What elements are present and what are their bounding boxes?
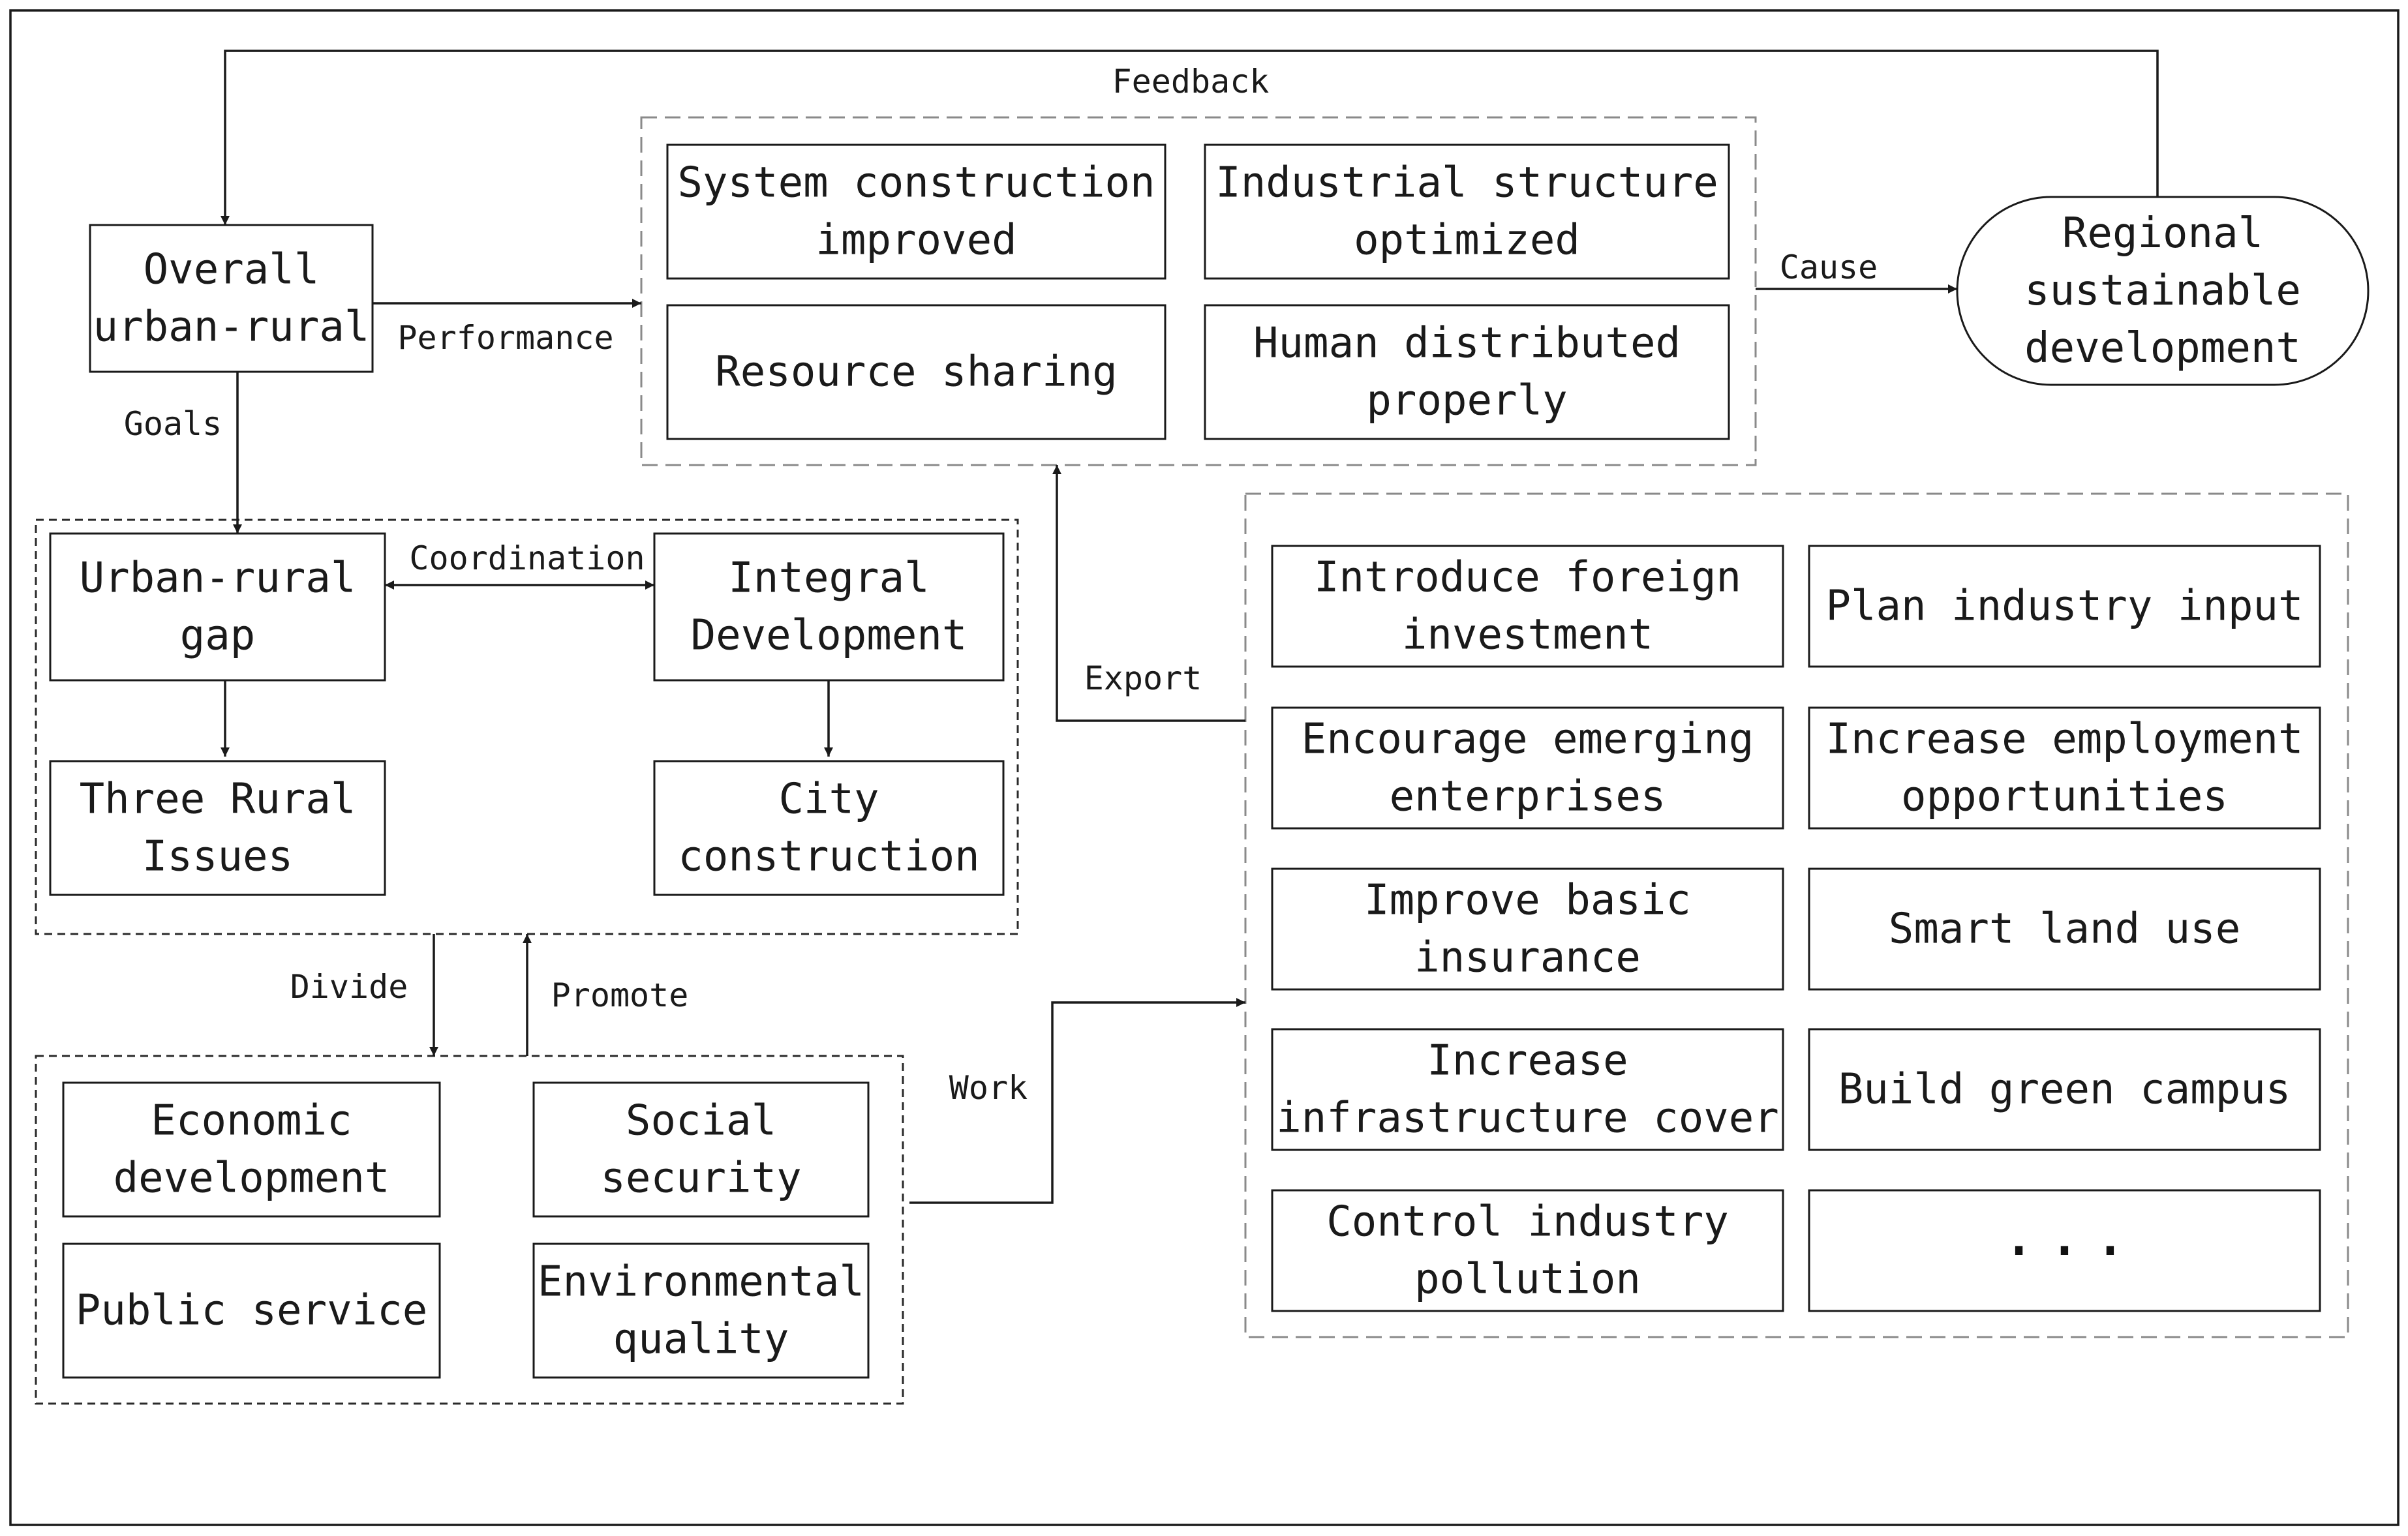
human-distributed-line-2: properly	[1366, 377, 1567, 425]
social-security-line-2: security	[600, 1154, 801, 1203]
promote-label: Promote	[551, 976, 689, 1014]
export-arrow	[1052, 465, 1245, 722]
urban-rural-gap-line-2: gap	[180, 612, 256, 660]
overall-box: Overall urban-rural	[89, 224, 374, 373]
industrial-structure-line-2: optimized	[1354, 217, 1580, 265]
green-campus-line-1: Build green campus	[1838, 1066, 2291, 1114]
social-security-line-1: Social	[626, 1097, 776, 1145]
environmental-quality-line-2: quality	[613, 1316, 789, 1364]
feedback-arrow	[221, 50, 2159, 225]
encourage-emerging-line-1: Encourage emerging	[1302, 715, 1754, 764]
encourage-emerging-line-2: enterprises	[1390, 773, 1666, 821]
introduce-foreign-line-1: Introduce foreign	[1314, 554, 1741, 602]
outcomes-group	[640, 116, 1757, 466]
measures-group	[1244, 492, 2349, 1338]
regional-line-2: sustainable	[2024, 267, 2301, 315]
city-construction-line-2: construction	[678, 833, 979, 881]
goals-label: Goals	[124, 405, 222, 443]
three-rural-line-2: Issues	[142, 833, 293, 881]
introduce-foreign-line-2: investment	[1402, 611, 1653, 659]
control-pollution-line-2: pollution	[1414, 1256, 1641, 1304]
increase-infrastructure-line-2: infrastructure cover	[1276, 1094, 1779, 1143]
resource-sharing-line-1: Resource sharing	[715, 348, 1118, 397]
encourage-emerging-box: Encourage emerging enterprises	[1271, 706, 1784, 830]
improve-insurance-line-2: insurance	[1414, 934, 1641, 982]
introduce-foreign-box: Introduce foreign investment	[1271, 545, 1784, 668]
improve-insurance-line-1: Improve basic	[1364, 877, 1691, 925]
integral-development-line-2: Development	[691, 612, 968, 660]
connectors	[221, 50, 2159, 1204]
economic-development-box: Economic development	[62, 1081, 441, 1218]
plan-industry-line-1: Plan industry input	[1825, 582, 2303, 631]
increase-employment-box: Increase employment opportunities	[1808, 706, 2321, 830]
environmental-quality-box: Environmental quality	[532, 1242, 870, 1379]
coordination-group	[35, 519, 1019, 935]
economic-development-line-2: development	[114, 1154, 390, 1203]
regional-line-1: Regional	[2062, 209, 2263, 258]
city-construction-box: City construction	[653, 760, 1005, 896]
smart-land-line-1: Smart land use	[1889, 905, 2240, 954]
smart-land-box: Smart land use	[1808, 867, 2321, 991]
plan-industry-box: Plan industry input	[1808, 545, 2321, 668]
increase-employment-line-1: Increase employment	[1825, 715, 2303, 764]
boxes: Overall urban-rural System construction imp…	[49, 143, 2370, 1379]
cause-label: Cause	[1780, 248, 1878, 286]
dimensions-group	[35, 1055, 904, 1405]
more-box: · · ·	[1808, 1189, 2321, 1312]
public-service-box: Public service	[62, 1242, 441, 1379]
resource-sharing-box: Resource sharing	[666, 304, 1166, 440]
urban-rural-gap-line-1: Urban-rural	[80, 554, 356, 603]
industrial-structure-line-1: Industrial structure	[1215, 159, 1718, 207]
regional-box: Regional sustainable development	[1956, 196, 2370, 386]
outer-frame	[9, 9, 2400, 1526]
coordination-label: Coordination	[409, 539, 645, 577]
divide-label: Divide	[290, 968, 408, 1006]
increase-employment-line-2: opportunities	[1901, 773, 2228, 821]
public-service-line-1: Public service	[76, 1287, 427, 1335]
export-label: Export	[1084, 659, 1202, 697]
environmental-quality-line-1: Environmental	[538, 1258, 864, 1306]
improve-insurance-box: Improve basic insurance	[1271, 867, 1784, 991]
green-campus-box: Build green campus	[1808, 1028, 2321, 1151]
work-label: Work	[949, 1069, 1028, 1107]
more-line-1: · · ·	[2007, 1209, 2122, 1293]
city-construction-line-1: City	[778, 776, 879, 824]
overall-line-2: urban-rural	[93, 303, 370, 352]
feedback-label: Feedback	[1112, 63, 1270, 100]
increase-infrastructure-line-1: Increase	[1427, 1037, 1628, 1085]
increase-infrastructure-box: Increase infrastructure cover	[1271, 1028, 1784, 1151]
work-arrow	[909, 998, 1245, 1204]
performance-label: Performance	[397, 319, 613, 357]
regional-line-3: development	[2024, 324, 2301, 372]
human-distributed-box: Human distributed properly	[1204, 304, 1730, 440]
overall-line-1: Overall	[144, 246, 320, 294]
economic-development-line-1: Economic	[151, 1097, 352, 1145]
urban-rural-gap-box: Urban-rural gap	[49, 532, 386, 682]
integral-development-line-1: Integral	[728, 554, 929, 603]
human-distributed-line-1: Human distributed	[1253, 320, 1681, 368]
social-security-box: Social security	[532, 1081, 870, 1218]
system-construction-box: System construction improved	[666, 143, 1166, 280]
system-construction-line-1: System construction	[677, 159, 1155, 207]
control-pollution-box: Control industry pollution	[1271, 1189, 1784, 1312]
three-rural-line-1: Three Rural	[80, 776, 356, 824]
control-pollution-line-1: Control industry	[1326, 1198, 1729, 1246]
system-construction-line-2: improved	[815, 217, 1016, 265]
industrial-structure-box: Industrial structure optimized	[1204, 143, 1730, 280]
